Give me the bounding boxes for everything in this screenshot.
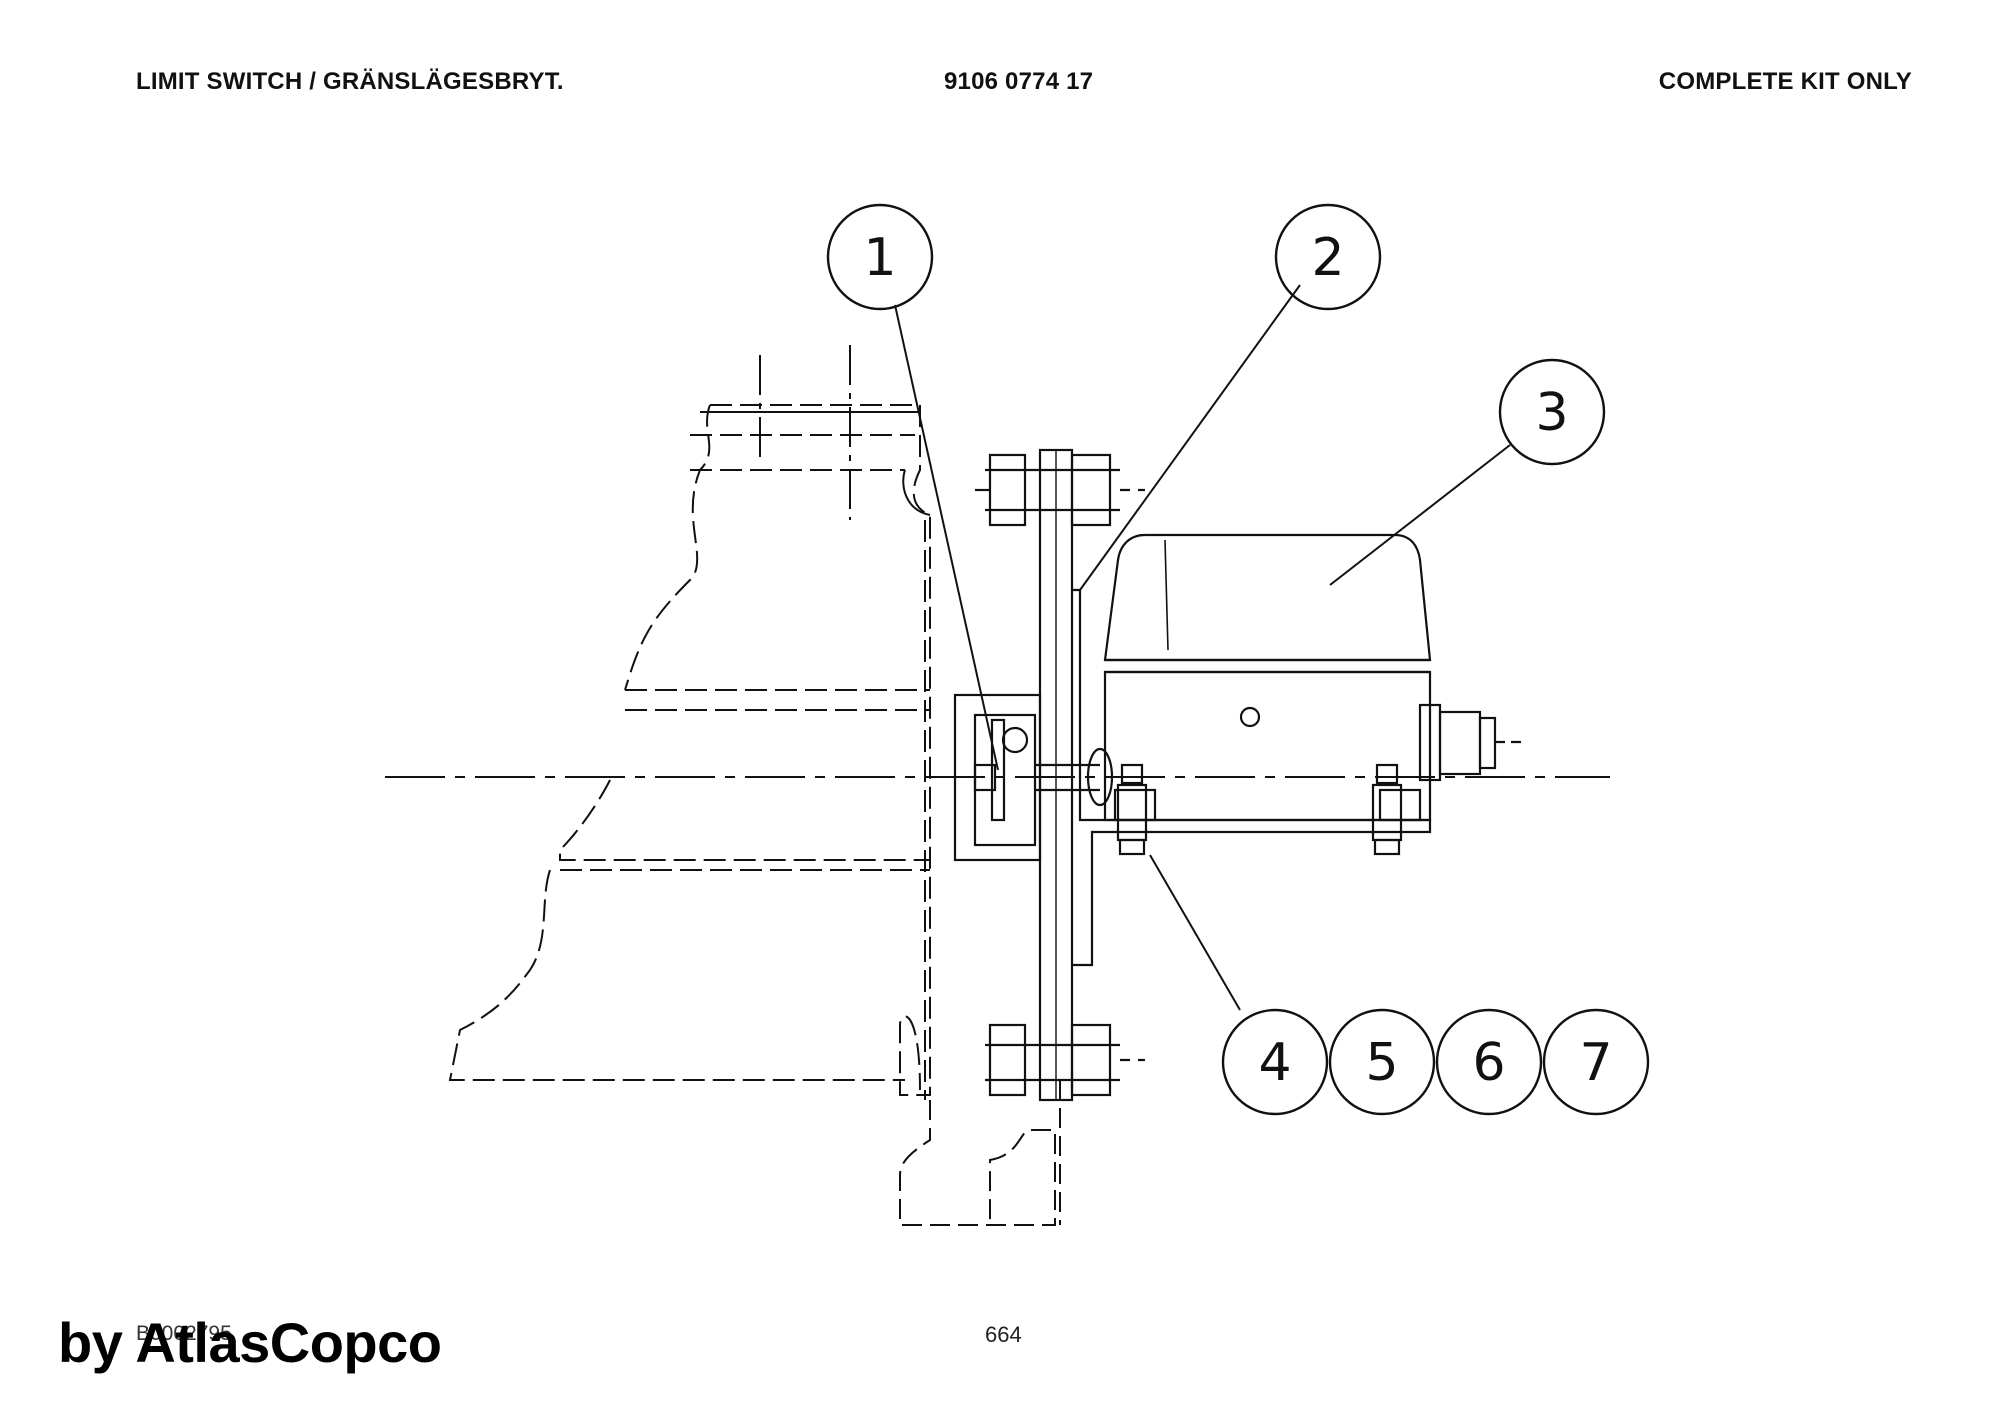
page-number: 664	[985, 1322, 1022, 1347]
callout-2-circle	[1274, 203, 1382, 311]
bottom-bolt	[985, 1023, 1145, 1097]
leader-lines	[894, 284, 1511, 1011]
kit-note: COMPLETE KIT ONLY	[1658, 68, 1912, 95]
callout-4-circle	[1221, 1008, 1329, 1116]
shaft-coupling	[953, 693, 1114, 862]
angle-bracket	[1072, 588, 1432, 967]
top-bolt	[975, 453, 1145, 527]
callout-7: 7	[1579, 1033, 1612, 1093]
document-title: LIMIT SWITCH / GRÄNSLÄGESBRYT.	[136, 68, 564, 95]
housing-foot	[899, 1080, 1061, 1226]
callout-5-circle	[1328, 1008, 1436, 1116]
housing-outline	[448, 404, 931, 1100]
part-number: 9106 0774 17	[944, 68, 1094, 95]
callout-5: 5	[1365, 1033, 1398, 1093]
cable-gland	[1418, 703, 1525, 782]
watermark: by AtlasCopco	[58, 1311, 442, 1374]
housing-top-lines	[690, 345, 931, 520]
callout-7-circle	[1542, 1008, 1650, 1116]
callout-6-circle	[1435, 1008, 1543, 1116]
drawing-code: B0002795	[136, 1322, 232, 1345]
callout-balloons	[826, 203, 1650, 1116]
switch-body	[1103, 670, 1432, 822]
callout-6: 6	[1472, 1033, 1505, 1093]
bracket-screws	[1116, 763, 1403, 856]
switch-cover	[1103, 533, 1432, 662]
callout-3-circle	[1498, 358, 1606, 466]
callout-4: 4	[1258, 1033, 1291, 1093]
callout-1: 1	[863, 228, 896, 288]
callout-1-circle	[826, 203, 934, 311]
callout-3: 3	[1535, 383, 1568, 443]
mounting-plate	[1038, 448, 1074, 1102]
callout-2: 2	[1311, 228, 1344, 288]
